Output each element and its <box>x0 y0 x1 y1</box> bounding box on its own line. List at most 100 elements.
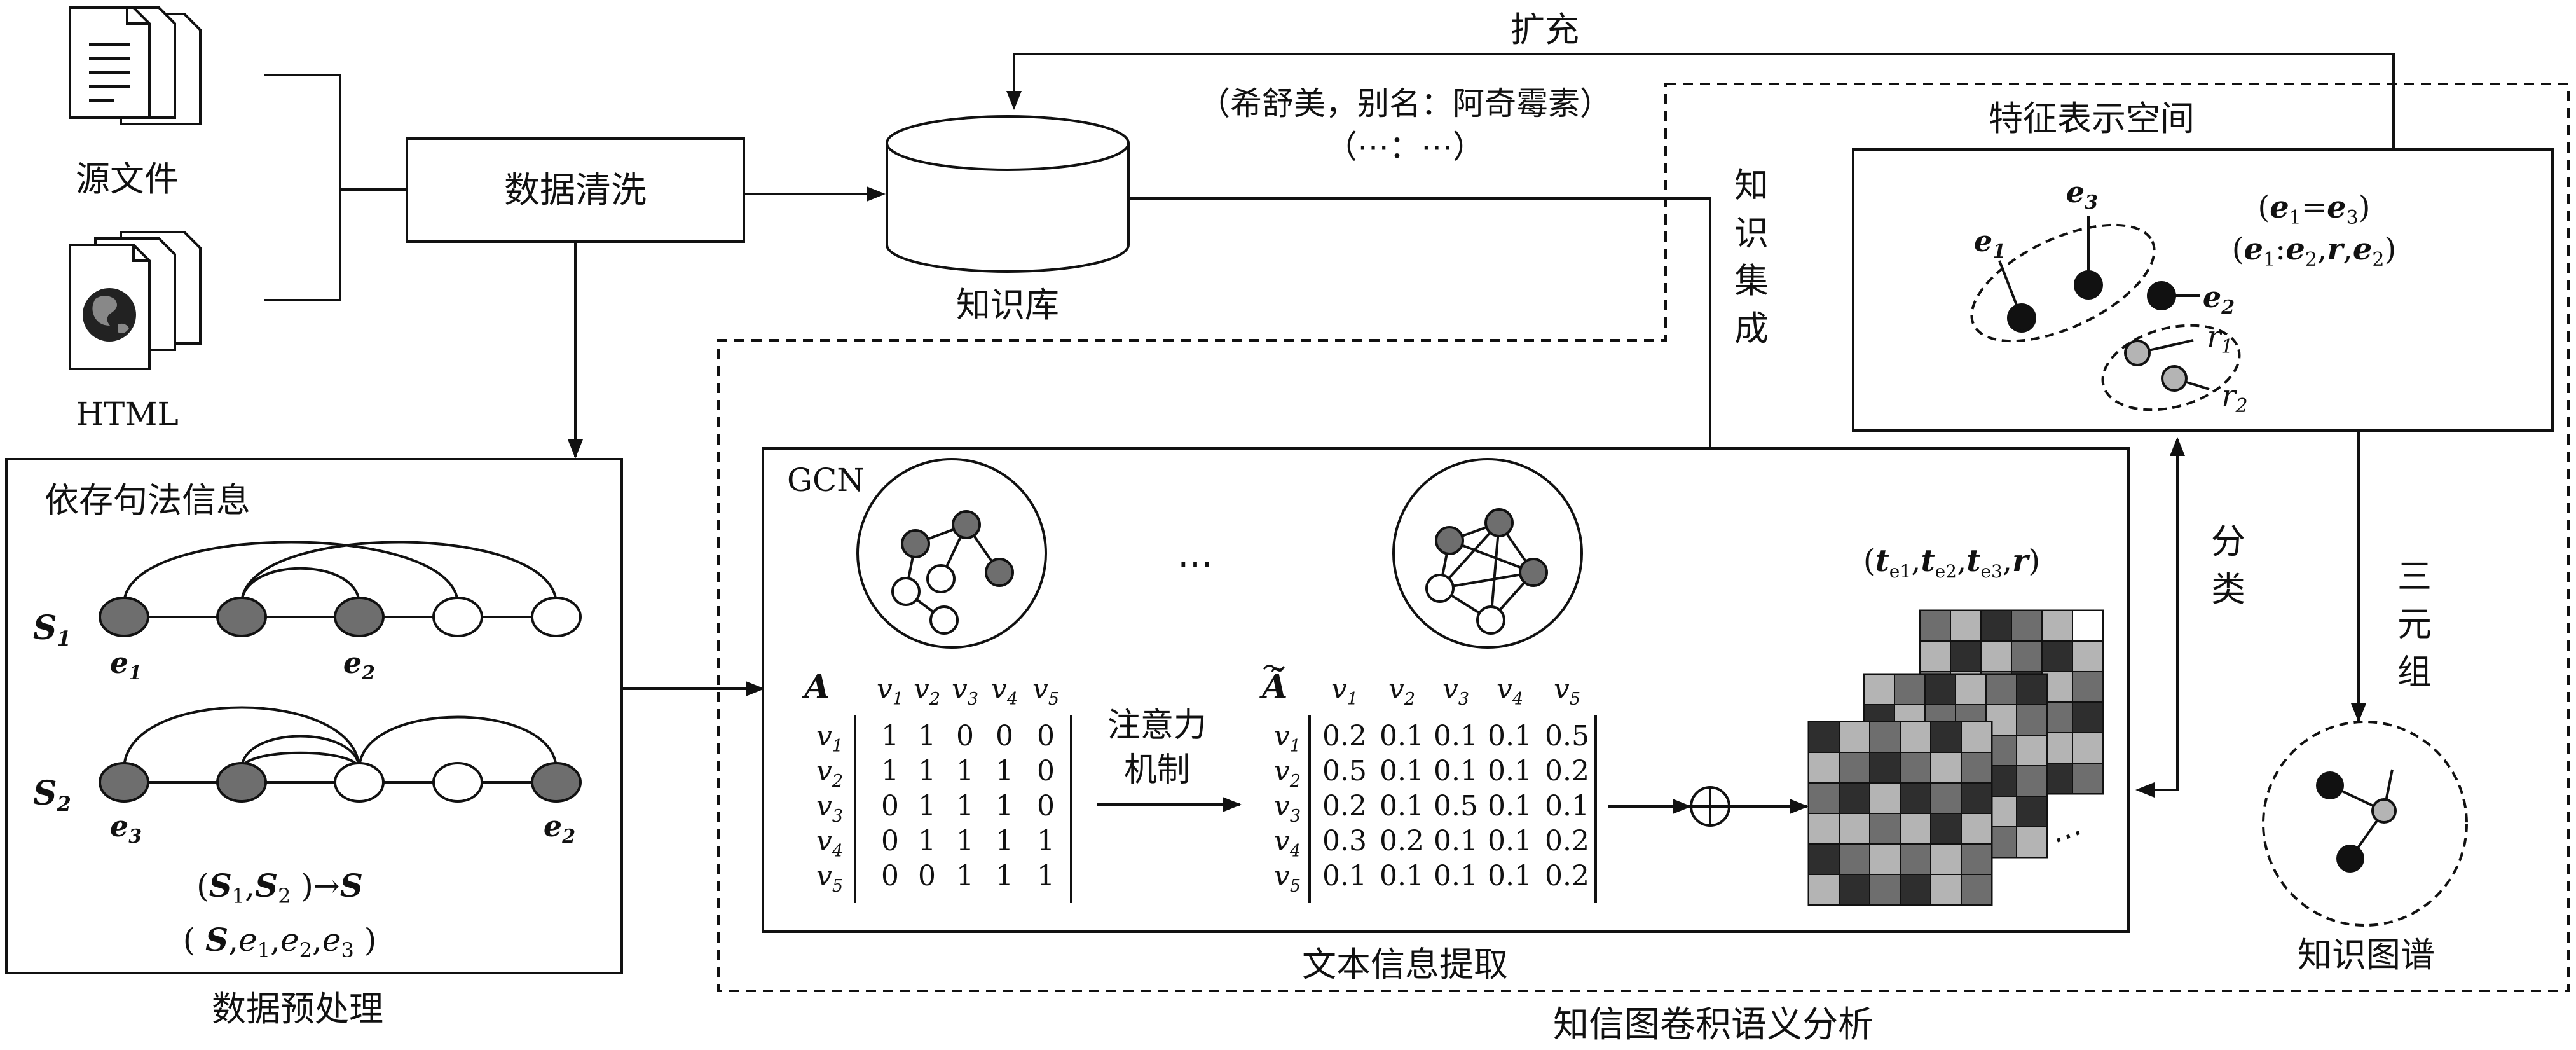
tensor-cell <box>1900 874 1931 906</box>
tensor-cell <box>2072 732 2104 764</box>
source-file-icon <box>69 6 202 125</box>
outer-caption: 知信图卷积语义分析 <box>1553 1004 1874 1046</box>
tensor-cell <box>1980 640 2012 672</box>
tensor-cell <box>1955 674 1987 705</box>
matrix-row-header: v4 <box>816 825 843 861</box>
preprocess-caption: 数据预处理 <box>212 989 383 1029</box>
tensor-cell <box>1863 674 1895 705</box>
tensor-cell <box>1930 843 1962 875</box>
matrix-col-header: v4 <box>991 673 1018 709</box>
tensor-cell <box>1919 640 1951 672</box>
matrix-cell: 0 <box>996 720 1013 752</box>
tensor-cell <box>2041 640 2073 672</box>
tensor-cell <box>2016 796 2048 827</box>
tensor-cell <box>1869 752 1901 784</box>
gcn-layers-ellipsis: ⋯ <box>1177 543 1213 584</box>
matrix-row-header: v5 <box>1274 860 1301 896</box>
matrix-cell: 1 <box>956 825 974 857</box>
matrix-cell: 1 <box>918 825 936 857</box>
tensor-cell <box>1961 813 1992 845</box>
tensor-cell <box>1839 874 1870 906</box>
tensor-cell <box>1950 640 1982 672</box>
matrix-row-header: v2 <box>816 755 843 791</box>
tensor-cell <box>1961 721 1992 753</box>
feature-space-title: 特征表示空间 <box>1989 99 2195 139</box>
matrix-col-header: v5 <box>1554 673 1580 709</box>
tensor-cell <box>1894 674 1926 705</box>
tensor-cell <box>1839 752 1870 784</box>
matrix-col-header: v2 <box>1388 673 1415 709</box>
matrix-cell: 0 <box>881 825 899 857</box>
svg-text:类: 类 <box>2211 569 2245 609</box>
tensor-cell <box>1930 813 1962 845</box>
matrix-cell: 1 <box>996 825 1013 857</box>
dep-word-node <box>531 762 582 803</box>
semantic-analysis-region <box>717 83 2570 992</box>
tensor-cell <box>2011 640 2043 672</box>
sources-bracket <box>264 74 407 301</box>
matrix-cell: 0 <box>881 860 899 892</box>
kb-example-line1: （希舒美，别名：阿奇霉素） <box>1198 85 1612 122</box>
svg-text:知: 知 <box>1734 165 1769 205</box>
matrix-cell: 0.2 <box>1380 825 1424 857</box>
matrix-cell: 1 <box>918 790 936 822</box>
tensor-cell <box>1808 752 1840 784</box>
matrix-cell: 0.1 <box>1434 825 1478 857</box>
tensor-cell <box>2072 640 2104 672</box>
tensor-cell <box>1961 752 1992 784</box>
tensor-cell <box>1961 843 1992 875</box>
matrix-row-header: v3 <box>1274 790 1301 826</box>
matrix-cell: 1 <box>881 720 899 752</box>
matrix-cell: 0.1 <box>1488 825 1532 857</box>
dep-arc <box>240 567 360 605</box>
matrix-col-header: v5 <box>1032 673 1059 709</box>
graph-after-circle <box>1392 458 1583 649</box>
matrix-cell: 0.2 <box>1322 720 1367 752</box>
tensor-cell <box>2016 765 2048 797</box>
globe-land <box>92 296 129 333</box>
tensor-cell <box>2072 701 2104 733</box>
tensor-cell <box>1869 843 1901 875</box>
source-file-label: 源文件 <box>76 159 179 199</box>
matrix-cell: 0.1 <box>1434 755 1478 787</box>
matrix-cell: 0.1 <box>1322 860 1367 892</box>
dep-arc <box>240 751 360 770</box>
attention-label-line1: 注意力 <box>1107 707 1207 745</box>
tensor-cell <box>1950 610 1982 642</box>
dep-word-node <box>99 597 149 637</box>
tensor-cell <box>2016 704 2048 736</box>
knowledge-graph-label: 知识图谱 <box>2298 935 2435 975</box>
matrix-row-header: v2 <box>1274 755 1301 791</box>
matrix-col-header: v1 <box>877 673 903 709</box>
attention-label-line2: 机制 <box>1124 751 1190 789</box>
triple-label: 三 元 组 <box>2397 556 2432 692</box>
dep-arc <box>358 715 558 770</box>
tensor-cell <box>1808 721 1840 753</box>
matrix-cell: 0 <box>1037 755 1055 787</box>
classify-arrow <box>2135 437 2185 798</box>
tensor-cell <box>1930 874 1962 906</box>
data-cleaning-label: 数据清洗 <box>504 170 647 211</box>
preprocess-title: 依存句法信息 <box>45 480 250 520</box>
tensor-cell <box>1839 843 1870 875</box>
matrix-cell: 1 <box>996 755 1013 787</box>
graph-before-nodes <box>891 510 1014 635</box>
integration-label: 知 识 集 成 <box>1734 165 1769 349</box>
tensor-cell <box>1961 782 1992 814</box>
svg-text:成: 成 <box>1734 308 1769 349</box>
matrix-cell: 1 <box>918 720 936 752</box>
matrix-cell: 0.3 <box>1322 825 1367 857</box>
svg-text:分: 分 <box>2211 522 2245 562</box>
dep-word-node <box>216 597 267 637</box>
dep-word-node <box>99 762 149 803</box>
matrix-cell: 0.1 <box>1545 790 1589 822</box>
tensor-cell <box>2011 610 2043 642</box>
tensor-cell <box>2072 671 2104 703</box>
matrix-cell: 1 <box>918 755 936 787</box>
matrix-cell: 0.1 <box>1380 720 1424 752</box>
matrix-cell: 0.2 <box>1545 825 1589 857</box>
merge-formula: (S1,S2 )→S <box>196 867 363 908</box>
tensor-cell <box>1985 674 2017 705</box>
matrix-cell: 1 <box>956 755 974 787</box>
